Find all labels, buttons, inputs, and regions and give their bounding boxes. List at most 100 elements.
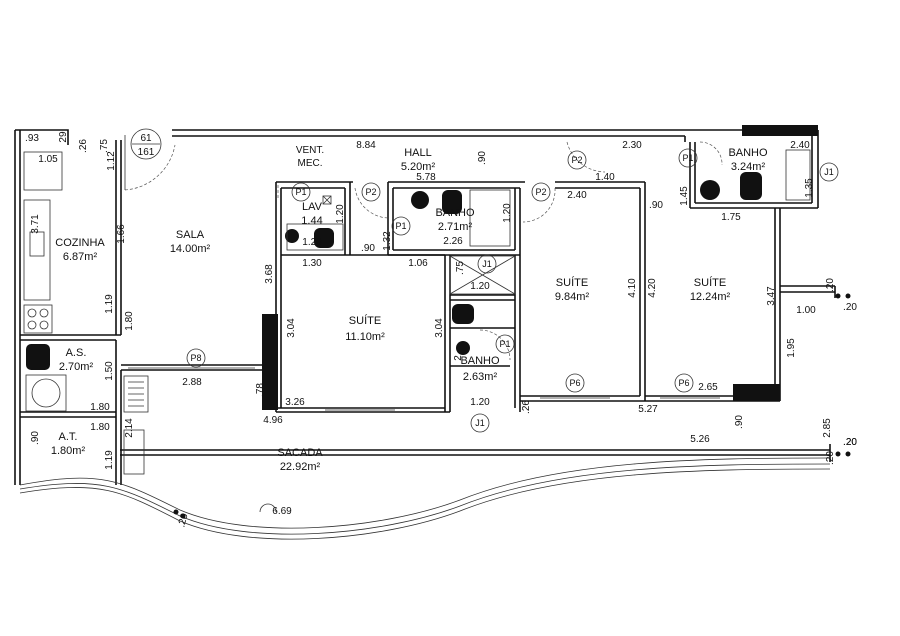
room-area-suite-mid: 9.84m² <box>555 291 590 303</box>
dim-label: 2 <box>453 355 464 361</box>
window-tag-text: J1 <box>824 167 834 177</box>
door-swings <box>124 135 723 361</box>
dim-label: .20 <box>843 437 857 448</box>
dim-label: .20 <box>843 437 857 448</box>
dim-label: 1.20 <box>502 203 513 223</box>
dim-label: 3.04 <box>434 318 445 338</box>
dim-label: 1.80 <box>124 311 135 331</box>
dim-label: 4.20 <box>647 278 658 298</box>
dim-label: 2.88 <box>182 377 202 388</box>
room-name-as: A.S. <box>66 347 87 359</box>
room-area-sacada: 22.92m² <box>280 461 321 473</box>
dim-label: .20 <box>843 302 857 313</box>
dim-label: 3.47 <box>766 286 777 306</box>
door-tag: P2 <box>531 182 551 202</box>
dim-label: 1.40 <box>595 172 615 183</box>
dim-label: 4.96 <box>263 415 283 426</box>
dim-label: 1.06 <box>408 258 428 269</box>
dim-label: .90 <box>649 200 663 211</box>
dim-label: 1.35 <box>804 178 815 198</box>
dim-label: 4.10 <box>627 278 638 298</box>
room-area-suite-right: 12.24m² <box>690 291 731 303</box>
door-tag: P1 <box>391 216 411 236</box>
door-tags: P1 P2 P1 P2 P2 P1 J1 J1 P1 P8 P6 P6 J1 <box>186 148 839 433</box>
dim-label: 2.14 <box>124 418 135 438</box>
unit-number-badge: 61 161 <box>130 128 162 160</box>
room-area-hall: 5.20m² <box>401 161 436 173</box>
door-tag-text: P2 <box>535 187 546 197</box>
room-area-at: 1.80m² <box>51 445 86 457</box>
dim-label: 1.20 <box>335 204 346 224</box>
dim-label: 1.45 <box>679 186 690 206</box>
door-tag-text: P2 <box>365 187 376 197</box>
dim-label: 1.19 <box>104 450 115 470</box>
dim-label: 1.20 <box>470 281 490 292</box>
door-tag-text: P6 <box>569 378 580 388</box>
room-area-cozinha: 6.87m² <box>63 251 98 263</box>
dim-label: 3.68 <box>264 264 275 284</box>
dim-label: 2.26 <box>443 236 463 247</box>
door-tag: P2 <box>567 150 587 170</box>
structural-pillars <box>262 125 818 410</box>
room-name-cozinha: COZINHA <box>55 237 105 249</box>
door-tag-text: P1 <box>295 187 306 197</box>
dim-label: 1.95 <box>786 338 797 358</box>
room-area-banho-right: 3.24m² <box>731 161 766 173</box>
dim-label: 2.85 <box>822 418 833 438</box>
dim-label: 1.66 <box>116 224 127 244</box>
dim-label: 3.04 <box>286 318 297 338</box>
door-tag: P1 <box>291 182 311 202</box>
windows <box>128 367 720 411</box>
room-area-sala: 14.00m² <box>170 243 211 255</box>
dim-label: .93 <box>25 133 39 144</box>
room-area-as: 2.70m² <box>59 361 94 373</box>
dim-label: .90 <box>361 243 375 254</box>
dim-label: 1.50 <box>104 361 115 381</box>
room-name-banho-center: BANHO <box>435 207 475 219</box>
dim-label: 1.32 <box>382 231 393 251</box>
door-tag-text: P6 <box>678 378 689 388</box>
dim-label: .20 <box>825 451 836 465</box>
dim-label: 6.69 <box>272 506 292 517</box>
dim-label: .75 <box>455 261 466 275</box>
door-tag-text: P1 <box>682 153 693 163</box>
door-tag-text: P1 <box>395 221 406 231</box>
dim-label: 5.27 <box>638 404 658 415</box>
dimensions: .93 29 1.05 .26 .75 1.12 8.84 5.78 .90 2… <box>25 131 857 529</box>
room-name-suite-center: SUÍTE <box>349 314 381 327</box>
dim-label: 1.20 <box>302 237 322 248</box>
dim-label: .90 <box>30 431 41 445</box>
rail-markers <box>173 293 851 519</box>
window-tag-text: J1 <box>475 418 485 428</box>
unit-number-bottom: 161 <box>138 147 155 158</box>
door-tag-text: P1 <box>499 339 510 349</box>
room-name-suite-mid: SUÍTE <box>556 276 588 289</box>
vent-label-line1: VENT. <box>296 145 324 156</box>
window-tag: J1 <box>470 413 490 433</box>
dim-label: 5.26 <box>690 434 710 445</box>
door-tag-text: P8 <box>190 353 201 363</box>
dim-label: 2.30 <box>622 140 642 151</box>
door-tag: P1 <box>678 148 698 168</box>
fixtures <box>23 149 811 475</box>
door-tag: P6 <box>674 373 694 393</box>
door-tag: P6 <box>565 373 585 393</box>
dim-label: .26 <box>78 139 89 153</box>
dim-label: 5.78 <box>416 172 436 183</box>
room-name-banho-right: BANHO <box>728 147 768 159</box>
dim-label: 1.00 <box>796 305 816 316</box>
room-name-at: A.T. <box>59 431 78 443</box>
dim-label: 3.71 <box>30 214 41 234</box>
room-area-lav: 1.44 <box>301 215 322 227</box>
room-name-sacada: SACADA <box>277 447 323 459</box>
dim-label: .26 <box>521 400 532 414</box>
room-name-sala: SALA <box>176 229 205 241</box>
dim-label: 2.40 <box>567 190 587 201</box>
room-labels: COZINHA 6.87m² SALA 14.00m² HALL 5.20m² … <box>51 145 768 473</box>
dim-label: 1.19 <box>104 294 115 314</box>
vent-label-line2: MEC. <box>298 158 323 169</box>
room-area-banho-small: 2.63m² <box>463 371 498 383</box>
door-tag-text: P2 <box>571 155 582 165</box>
window-tag: J1 <box>477 254 497 274</box>
room-name-suite-right: SUÍTE <box>694 276 726 289</box>
